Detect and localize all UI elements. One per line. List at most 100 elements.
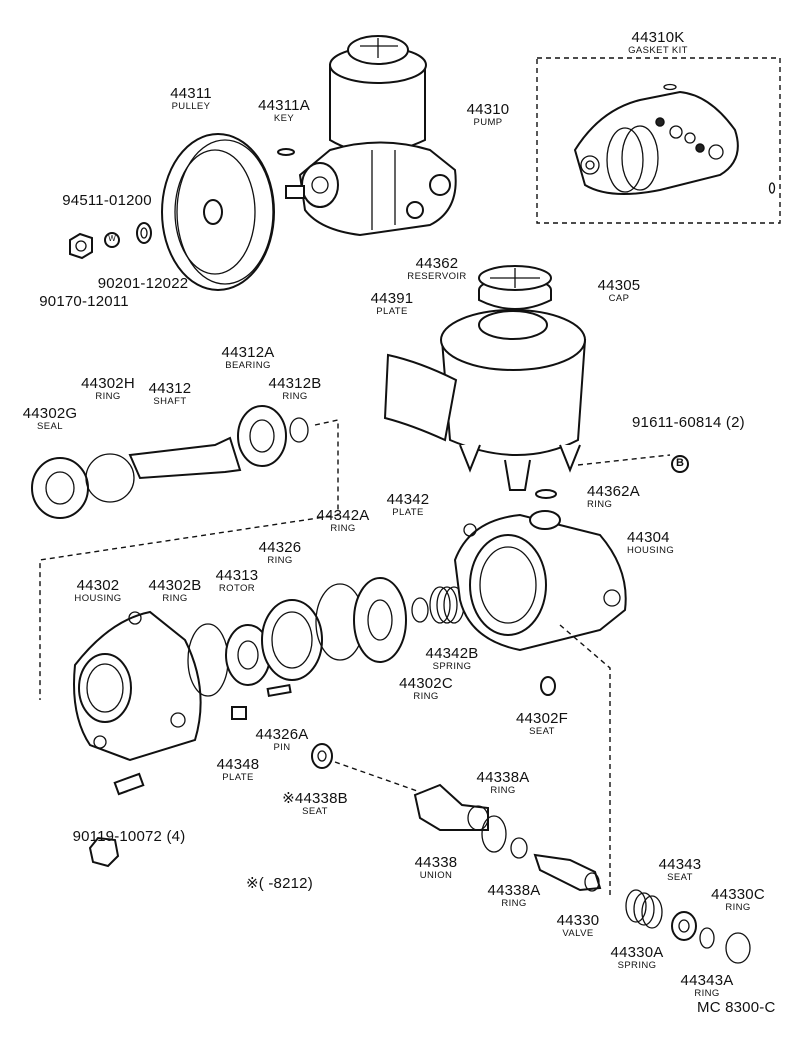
label-bolt-91611: 91611-60814 (2) (632, 415, 745, 430)
label-spring-44330a: 44330A SPRING (611, 945, 664, 971)
part-number: 44348 (216, 756, 260, 773)
label-rotor: 44313 ROTOR (216, 568, 259, 594)
housing-44304-part (453, 510, 627, 652)
part-number: 44362 (415, 255, 459, 272)
part-name: SHAFT (153, 396, 187, 407)
part-number: 44342B (425, 645, 479, 662)
label-pump: 44310 PUMP (467, 102, 510, 128)
label-ring-44302h: 44302H RING (81, 376, 135, 402)
union-part (413, 783, 489, 831)
label-pin: 44326A PIN (256, 727, 309, 753)
part-name: RING (267, 555, 293, 566)
ring-44338a-bottom-part (510, 837, 528, 859)
part-name: RING (413, 691, 439, 702)
part-name: UNION (419, 870, 453, 881)
part-number: 44330 (556, 912, 600, 929)
w-mark: W (108, 234, 116, 243)
part-name: SPRING (432, 661, 472, 672)
part-number: 44311 (170, 85, 212, 102)
part-number: 44343 (658, 856, 702, 873)
part-number: 44342 (386, 491, 430, 508)
part-number: 44312A (221, 344, 275, 361)
label-ring-44330c: 44330C RING (711, 887, 765, 913)
part-number: 44338 (414, 854, 458, 871)
label-ring-44302c: 44302C RING (399, 676, 453, 702)
gasket-kit-box (536, 57, 781, 224)
part-number: 44302G (22, 405, 78, 422)
label-ring-44312b: 44312B RING (269, 376, 322, 402)
label-ring-44343a: 44343A RING (681, 973, 734, 999)
part-name: RING (162, 593, 188, 604)
part-number: 44330A (610, 944, 664, 961)
part-number: 44302B (148, 577, 202, 594)
part-name: PLATE (376, 306, 408, 317)
nut-and-washers (69, 222, 152, 260)
label-key: 44311A KEY (258, 98, 310, 124)
part-number: 44338A (487, 882, 541, 899)
part-name: GASKET KIT (628, 45, 688, 56)
part-number: 44313 (215, 567, 259, 584)
label-valve: 44330 VALVE (557, 913, 600, 939)
label-reservoir: 44362 RESERVOIR (407, 256, 466, 282)
ring-44338a-top-part (481, 815, 507, 853)
label-seal-44302g: 44302G SEAL (23, 406, 78, 432)
seat-44343-part (671, 911, 697, 941)
part-number: ※44338B (282, 790, 348, 807)
part-number: 44304 (627, 529, 670, 546)
label-ring-44326: 44326 RING (259, 540, 302, 566)
part-name: RING (95, 391, 121, 402)
seat-44338b-part (311, 743, 333, 769)
label-plate-44391: 44391 PLATE (371, 291, 414, 317)
pin-part (266, 683, 292, 698)
part-number: 44362A (587, 483, 640, 500)
part-name: SPRING (617, 960, 657, 971)
label-plate-44342: 44342 PLATE (387, 492, 430, 518)
label-washer: 90201-12022 (98, 276, 189, 291)
label-seat-44338b: ※44338B SEAT (282, 791, 348, 817)
part-name: RING (282, 391, 308, 402)
label-washer-w: 94511-01200 (62, 193, 152, 208)
b-mark: B (676, 457, 684, 469)
part-name: CAP (608, 293, 630, 304)
plate-44348-part (231, 706, 247, 720)
part-name: PLATE (222, 772, 254, 783)
part-name: SEAT (667, 872, 693, 883)
part-name: HOUSING (74, 593, 122, 604)
part-number: 44310K (631, 29, 685, 46)
part-number: 44391 (370, 290, 414, 307)
part-name: SEAT (529, 726, 555, 737)
label-ring-44342a: 44342A RING (317, 508, 370, 534)
shaft-group (31, 405, 309, 519)
part-number: 44302F (515, 710, 569, 727)
label-seat-44343: 44343 SEAT (659, 857, 702, 883)
part-number: 90201-12022 (97, 275, 189, 292)
key-part (277, 148, 295, 156)
label-ring-44302b: 44302B RING (149, 578, 202, 604)
plate-44391-part (383, 353, 458, 442)
diagram-code: MC 8300-C (697, 999, 776, 1016)
bolt-90119-part (88, 772, 145, 868)
part-number: 90119-10072 (4) (72, 828, 186, 845)
label-ring-44338a-top: 44338A RING (477, 770, 530, 796)
part-name: RING (501, 898, 527, 909)
label-plate-44348: 44348 PLATE (217, 757, 260, 783)
rotor-part (225, 624, 271, 686)
part-number: 94511-01200 (62, 192, 152, 209)
part-name: RESERVOIR (407, 271, 467, 282)
ring-44302c-part (411, 597, 429, 623)
b-marker (671, 455, 689, 473)
part-number: 90170-12011 (39, 293, 129, 310)
gasket-kit-parts (573, 83, 776, 195)
part-number: 91611-60814 (2) (632, 414, 745, 431)
label-cap: 44305 CAP (598, 278, 641, 304)
label-pulley: 44311 PULLEY (170, 86, 212, 112)
ring-44343a-part (699, 927, 715, 949)
part-number: 44311A (258, 97, 310, 114)
label-housing-44304: 44304 HOUSING (627, 530, 674, 556)
footnote: ※( -8212) (246, 875, 313, 892)
part-number: 44326 (258, 539, 302, 556)
part-number: 44302H (81, 375, 135, 392)
part-name: RING (725, 902, 751, 913)
label-seat-44302f: 44302F SEAT (516, 711, 568, 737)
